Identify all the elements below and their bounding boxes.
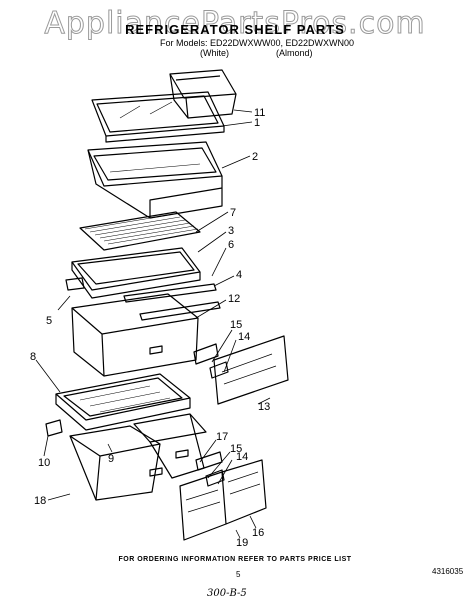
callout-16: 16 <box>252 527 264 539</box>
part-shelf-drawer <box>87 141 223 219</box>
callout-11: 11 <box>254 107 265 119</box>
part-crisper-front <box>193 335 289 405</box>
callout-17: 17 <box>216 431 228 443</box>
callout-10: 10 <box>38 457 50 469</box>
callout-7: 7 <box>230 207 236 219</box>
document-number: 4316035 <box>432 567 464 576</box>
callout-14-upper: 14 <box>238 331 250 343</box>
part-lower-pans <box>69 413 207 501</box>
callout-6: 6 <box>228 239 234 251</box>
callout-9: 9 <box>108 453 114 465</box>
leader-lines <box>35 109 271 539</box>
callout-1: 1 <box>254 117 260 129</box>
ordering-info-note: FOR ORDERING INFORMATION REFER TO PARTS … <box>118 556 352 563</box>
callout-18: 18 <box>34 495 46 507</box>
color-white-label: (White) <box>200 48 229 58</box>
callout-13: 13 <box>258 401 270 413</box>
part-frame <box>71 247 201 299</box>
part-slide-rails <box>65 277 221 321</box>
page-title: REFRIGERATOR SHELF PARTS <box>125 22 345 37</box>
callout-14-lower: 14 <box>236 451 248 463</box>
part-small-bin <box>169 69 237 119</box>
callout-15-lower: 15 <box>230 443 242 455</box>
part-crisper-pan <box>71 293 199 377</box>
callout-3: 3 <box>228 225 234 237</box>
models-line: For Models: ED22DWXWW00, ED22DWXWN00 <box>160 38 355 48</box>
page-number: 5 <box>236 570 241 579</box>
callout-19: 19 <box>236 537 248 549</box>
callout-2: 2 <box>252 151 258 163</box>
part-lower-shelf <box>45 373 191 437</box>
callout-labels: 11 1 2 7 3 6 4 12 5 15 14 13 8 10 9 17 1… <box>30 107 270 549</box>
color-almond-label: (Almond) <box>276 48 313 58</box>
callout-12: 12 <box>228 293 240 305</box>
callout-5: 5 <box>46 315 52 327</box>
handwritten-note: 300-B-5 <box>207 588 247 599</box>
callout-15-upper: 15 <box>230 319 242 331</box>
watermark-text: AppliancePartsPros.com <box>44 6 426 42</box>
callout-4: 4 <box>236 269 242 281</box>
callout-8: 8 <box>30 351 36 363</box>
part-cover-panel <box>79 211 201 251</box>
